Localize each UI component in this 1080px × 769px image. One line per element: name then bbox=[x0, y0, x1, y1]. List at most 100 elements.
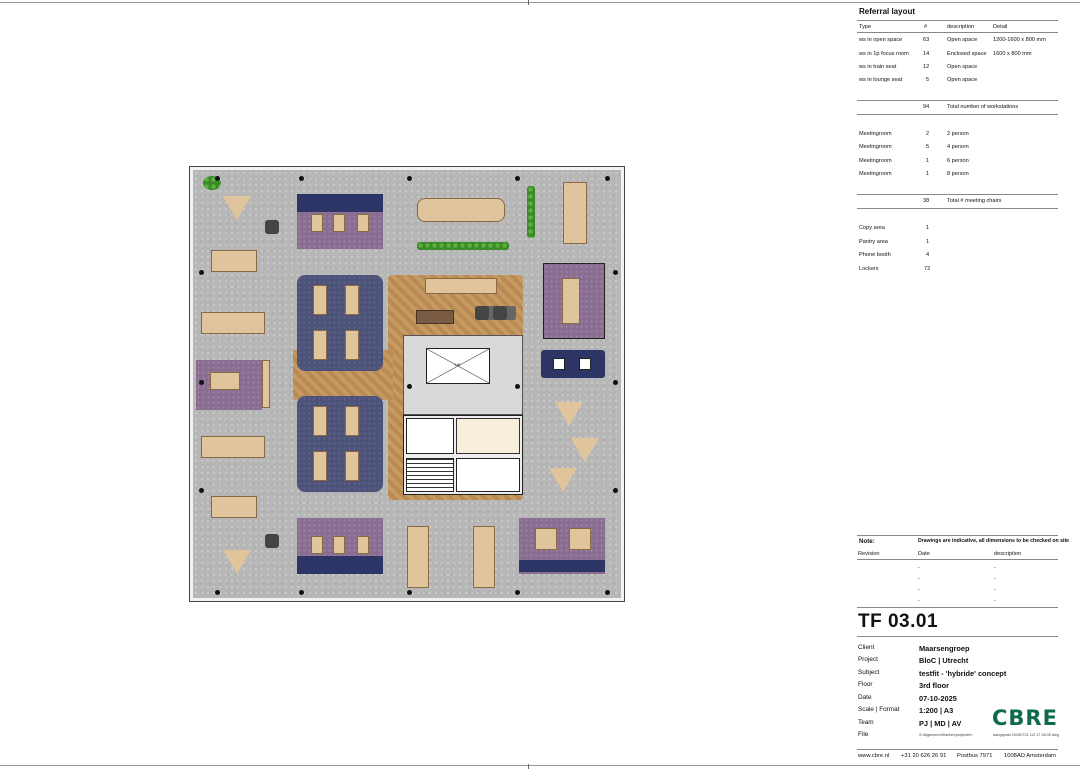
floor-plan[interactable]: Lift bbox=[189, 166, 625, 602]
facility-count: 1 bbox=[926, 225, 930, 231]
facility-type: Pantry area bbox=[859, 239, 888, 245]
column bbox=[299, 176, 304, 181]
focus-rooms-south bbox=[297, 518, 383, 574]
bench-desk-s1 bbox=[407, 526, 429, 588]
note-text: Drawings are indicative, all dimensions … bbox=[918, 538, 1070, 544]
row-desc: Open space bbox=[947, 64, 978, 70]
bench-desk-w2 bbox=[201, 312, 265, 334]
facility-type: Copy area bbox=[859, 225, 885, 231]
field-value: testfit - 'hybride' concept bbox=[919, 669, 1007, 678]
field-label: Project bbox=[858, 656, 878, 663]
bench-desk-w4 bbox=[211, 496, 257, 518]
revision-desc-header: description bbox=[994, 551, 1022, 557]
total-chairs-count: 38 bbox=[923, 198, 930, 204]
sheet-bottom-border bbox=[0, 765, 1080, 766]
revision-date: - bbox=[918, 576, 920, 582]
core-lift-lobby: Lift bbox=[403, 335, 523, 415]
pantry-counter bbox=[425, 278, 497, 294]
bench-desk-w3 bbox=[201, 436, 265, 458]
column bbox=[605, 176, 610, 181]
total-ws-count: 94 bbox=[923, 104, 930, 110]
facility-type: Phone booth bbox=[859, 252, 891, 258]
field-value: 1:200 | A3 bbox=[919, 706, 954, 715]
column bbox=[215, 176, 220, 181]
column bbox=[199, 380, 204, 385]
meeting-type: Meetingroom bbox=[859, 158, 892, 164]
column bbox=[613, 380, 618, 385]
row-type: ws in lounge seat bbox=[859, 77, 903, 83]
column bbox=[215, 590, 220, 595]
plant-row bbox=[417, 242, 509, 250]
meetingrooms-se bbox=[519, 518, 605, 574]
row-count: 5 bbox=[926, 77, 930, 83]
revision-date: - bbox=[918, 587, 920, 593]
lounge-seat bbox=[541, 350, 605, 378]
column bbox=[515, 590, 520, 595]
column bbox=[613, 488, 618, 493]
col-detail: Detail bbox=[993, 24, 1008, 30]
revision-date-header: Date bbox=[918, 551, 930, 557]
focus-rooms-north bbox=[297, 194, 383, 249]
lift-label: Lift bbox=[455, 363, 460, 367]
column bbox=[515, 176, 520, 181]
row-desc: Enclosed space bbox=[947, 51, 987, 57]
row-count: 14 bbox=[923, 51, 930, 57]
triangle-desk-e3 bbox=[549, 468, 577, 492]
meetingroom-8-person bbox=[543, 263, 605, 339]
field-label: Client bbox=[858, 644, 875, 651]
facility-type: Lockers bbox=[859, 266, 879, 272]
meeting-type: Meetingroom bbox=[859, 171, 892, 177]
toilets bbox=[456, 418, 520, 454]
triangle-desk-e2 bbox=[571, 438, 599, 462]
file-path: S:\Algemeen\Klanten\projecten\ bbox=[919, 733, 973, 737]
footer-web[interactable]: www.cbre.nl bbox=[858, 753, 890, 759]
stairs-1 bbox=[406, 458, 454, 492]
col-count: # bbox=[924, 24, 928, 30]
row-count: 63 bbox=[923, 37, 930, 43]
plant-column bbox=[527, 186, 535, 238]
meeting-desc: 6 person bbox=[947, 158, 969, 164]
facility-count: 1 bbox=[926, 239, 930, 245]
revision-date: - bbox=[918, 565, 920, 571]
triangle-desk-nw bbox=[223, 196, 251, 220]
phone-booth-1 bbox=[265, 220, 279, 234]
column bbox=[613, 270, 618, 275]
col-description: description bbox=[947, 24, 975, 30]
cbre-logo: CBRE bbox=[992, 706, 1058, 730]
pantry-table bbox=[416, 310, 454, 324]
meeting-type: Meetingroom bbox=[859, 131, 892, 137]
sheet-top-border bbox=[0, 2, 1080, 3]
col-type: Type bbox=[859, 24, 872, 30]
field-value: Maarsengroep bbox=[919, 644, 970, 653]
phone-booth-3 bbox=[475, 306, 489, 320]
column bbox=[199, 270, 204, 275]
meeting-type: Meetingroom bbox=[859, 144, 892, 150]
revision-header: Revision bbox=[858, 551, 880, 557]
column bbox=[407, 176, 412, 181]
meeting-cluster-nw bbox=[297, 275, 383, 371]
drawing-code: TF 03.01 bbox=[858, 611, 939, 632]
meeting-count: 1 bbox=[926, 158, 930, 164]
column bbox=[605, 590, 610, 595]
row-type: ws in 1p focus room bbox=[859, 51, 909, 57]
meetingroom-west bbox=[196, 360, 270, 410]
facility-count: 4 bbox=[926, 252, 930, 258]
lift-shaft: Lift bbox=[426, 348, 490, 384]
train-seat-table bbox=[417, 198, 505, 222]
note-label: Note: bbox=[859, 538, 875, 545]
row-type: ws in open space bbox=[859, 37, 903, 43]
total-ws-label: Total number of workstations bbox=[947, 104, 1019, 110]
field-label: File bbox=[858, 731, 869, 738]
field-value: PJ | MD | AV bbox=[919, 719, 962, 728]
revision-desc: - bbox=[994, 576, 996, 582]
meeting-count: 1 bbox=[926, 171, 930, 177]
shaft-1 bbox=[406, 418, 454, 454]
field-value: BloC | Utrecht bbox=[919, 656, 969, 665]
total-chairs-label: Total # meeting chairs bbox=[947, 198, 1002, 204]
revision-date: - bbox=[918, 598, 920, 604]
column bbox=[299, 590, 304, 595]
field-label: Subject bbox=[858, 669, 880, 676]
field-value: 3rd floor bbox=[919, 681, 949, 690]
bench-desk-ne bbox=[563, 182, 587, 244]
row-detail: 1200-1600 x 800 mm bbox=[993, 37, 1046, 43]
